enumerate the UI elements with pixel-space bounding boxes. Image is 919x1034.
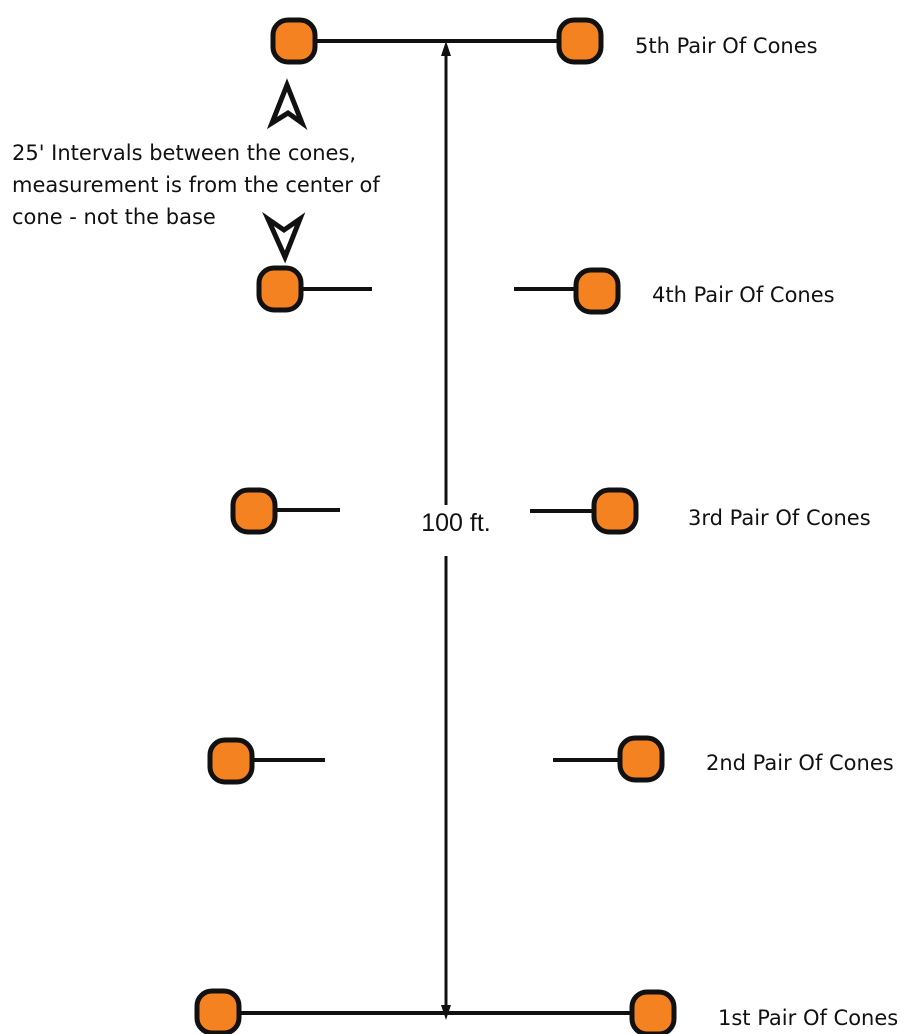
pair-label: 2nd Pair Of Cones <box>706 751 894 775</box>
cone-pair-3: 3rd Pair Of Cones <box>230 487 871 535</box>
arrow-up-icon <box>266 78 308 130</box>
cone-pair-4: 4th Pair Of Cones <box>256 265 835 315</box>
cone-right <box>629 989 677 1034</box>
note-line-2: measurement is from the center of <box>12 173 380 197</box>
interval-annotation: 25' Intervals between the cones, measure… <box>12 78 380 264</box>
pair-label: 5th Pair Of Cones <box>635 34 818 58</box>
cone-pair-2: 2nd Pair Of Cones <box>207 735 894 785</box>
distance-label: 100 ft. <box>421 509 491 537</box>
cone-right <box>591 487 639 535</box>
cone-left <box>207 737 255 785</box>
cone-left <box>230 487 278 535</box>
cone-pair-5: 5th Pair Of Cones <box>270 17 818 65</box>
cone-right <box>573 267 621 315</box>
pair-label: 1st Pair Of Cones <box>718 1006 898 1030</box>
cone-right <box>556 17 604 65</box>
note-line-3: cone - not the base <box>12 205 216 229</box>
distance-arrowhead-top <box>441 41 451 56</box>
pair-label: 4th Pair Of Cones <box>652 283 835 307</box>
note-line-1: 25' Intervals between the cones, <box>12 141 356 165</box>
arrow-down-icon <box>262 211 306 264</box>
cone-left <box>270 17 318 65</box>
pair-label: 3rd Pair Of Cones <box>688 506 871 530</box>
distance-measure: 100 ft. <box>421 41 491 1020</box>
cone-pair-1: 1st Pair Of Cones <box>194 988 898 1034</box>
cone-left <box>194 988 242 1034</box>
cone-right <box>617 735 665 783</box>
cone-left <box>256 265 304 313</box>
